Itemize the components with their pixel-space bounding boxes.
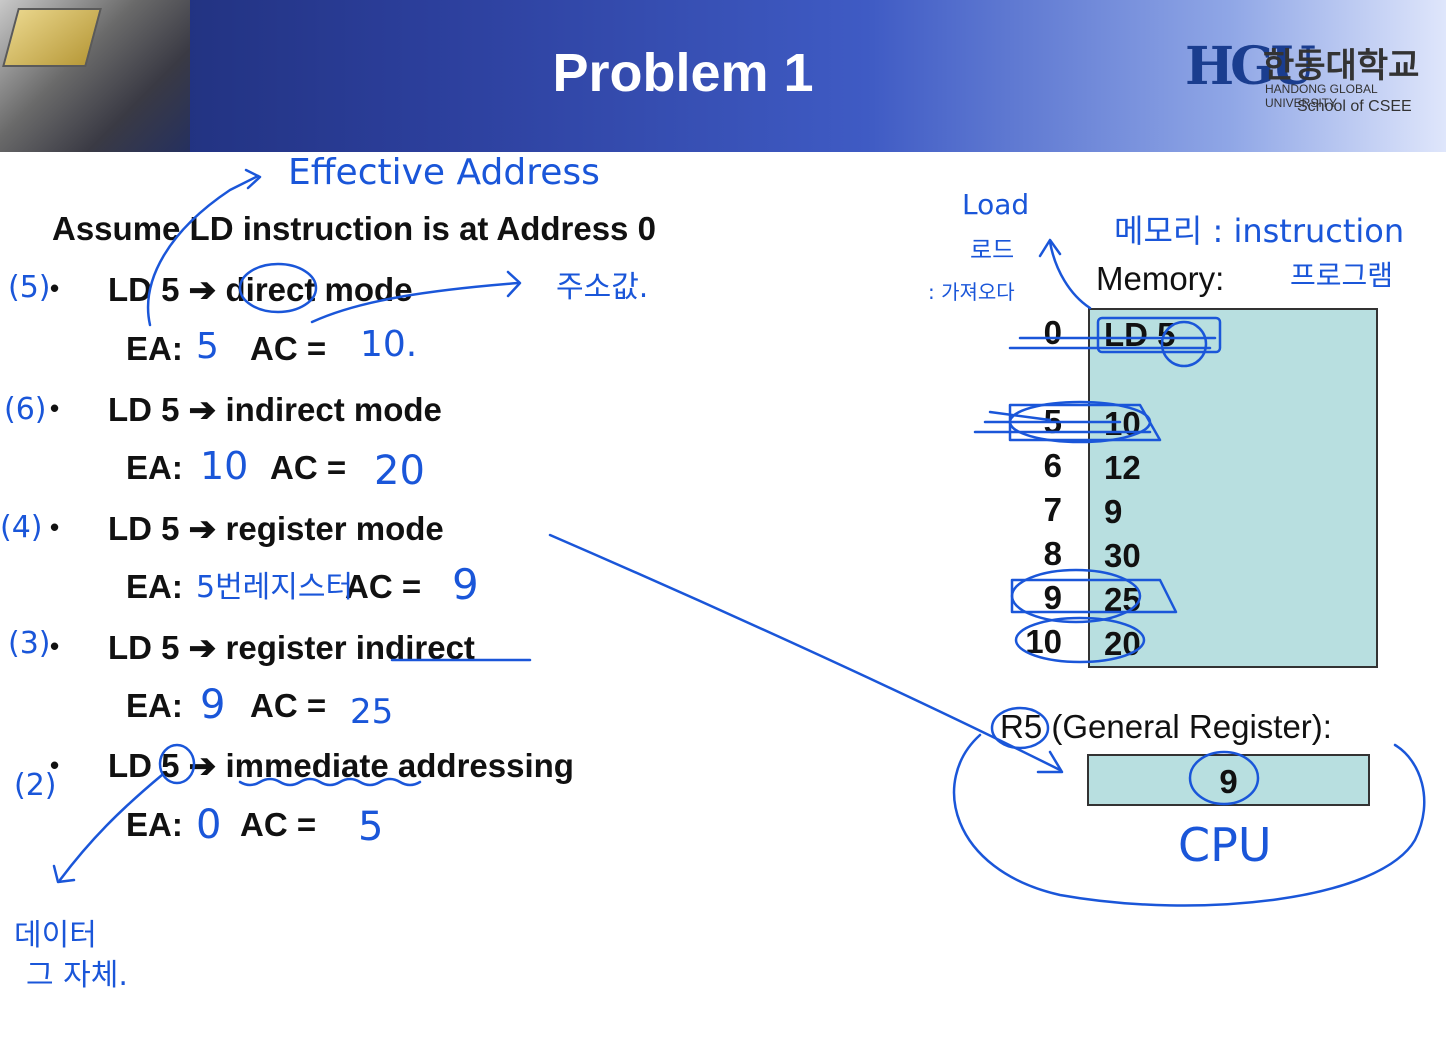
hw-load-kr: 로드 (970, 236, 1015, 264)
load-arrow (1048, 240, 1092, 310)
memory-address: 7 (1043, 491, 1062, 528)
memory-box (1088, 308, 1378, 668)
hw-cpu-label: CPU (1178, 818, 1272, 872)
memory-value: 12 (1104, 449, 1141, 486)
university-logo: HGU 한동대학교 HANDONG GLOBAL UNIVERSITY Scho… (1185, 30, 1440, 125)
hw-order-2: (2) (14, 768, 57, 803)
hw-ea-direct: 5 (196, 326, 219, 367)
hw-ea-immediate: 0 (196, 802, 222, 848)
memory-address: 6 (1043, 447, 1062, 484)
cpu-loop (952, 733, 1426, 907)
register-label: R5 (General Register): (1000, 708, 1332, 745)
register-9-circle (1188, 750, 1260, 806)
memory-address: 8 (1043, 535, 1062, 572)
item-2-instruction: LD 5 ➔ indirect mode (108, 391, 442, 428)
hw-order-3: (3) (8, 626, 51, 661)
item-5-ea-label: EA: (126, 806, 183, 843)
logo-school-name: School of CSEE (1297, 98, 1412, 115)
hw-ac-register: 9 (452, 560, 479, 609)
hw-load-en: Load (962, 188, 1030, 221)
item-4-ac-label: AC = (250, 687, 327, 724)
direct-arrowhead (506, 270, 522, 298)
register-arrow (548, 533, 1062, 772)
direct-circle (238, 262, 318, 314)
item-4-ea-label: EA: (126, 687, 183, 724)
hw-ac-reg-indirect: 25 (350, 692, 394, 732)
cpu-chip-image (0, 0, 190, 152)
hw-order-5: (5) (8, 270, 51, 305)
logo-mark: HGU (1185, 36, 1316, 97)
ea-arrowhead (244, 168, 262, 190)
row9-circle (1010, 568, 1142, 624)
bullet: • (50, 273, 60, 303)
load-arrowhead (1038, 238, 1062, 258)
hw-ea-register: 5번레지스터 (196, 570, 354, 605)
hw-ac-immediate: 5 (358, 804, 384, 850)
item-3-ac-label: AC = (345, 568, 422, 605)
memory-value: 9 (1104, 493, 1123, 530)
item-2-ea-label: EA: (126, 449, 183, 486)
immediate-arrowhead (52, 864, 76, 884)
hw-order-4: (4) (0, 510, 43, 545)
hw-ea-indirect: 10 (200, 444, 249, 488)
item-1-ea-label: EA: (126, 330, 183, 367)
memory-value: 30 (1104, 537, 1141, 574)
hw-ea-reg-indirect: 9 (200, 682, 226, 728)
logo-korean-name: 한동대학교 (1263, 47, 1420, 85)
assumption-text: Assume LD instruction is at Address 0 (52, 210, 656, 247)
hw-direct-note: 주소값. (556, 270, 649, 305)
item-1-instruction: LD 5 ➔ direct mode (108, 271, 413, 308)
ld-box (1096, 316, 1222, 354)
item-5-instruction: LD 5 ➔ immediate addressing (108, 747, 574, 784)
immediate-arrow (58, 773, 164, 882)
r5-circle (990, 706, 1050, 750)
ld-5-circle (1160, 320, 1208, 368)
hw-ac-direct: 10. (360, 324, 418, 365)
bullet: • (50, 750, 60, 780)
row5-strike-3 (988, 410, 1052, 422)
item-5-ac-label: AC = (240, 806, 317, 843)
bullet: • (50, 393, 60, 423)
bullet: • (50, 631, 60, 661)
slide-header: Problem 1 HGU 한동대학교 HANDONG GLOBAL UNIVE… (0, 0, 1446, 152)
item-3-ea-label: EA: (126, 568, 183, 605)
hw-program-note: 프로그램 (1290, 259, 1394, 292)
hw-immediate-note-2: 그 자체. (26, 958, 128, 993)
memory-address: 0 (1043, 314, 1062, 351)
row5-box (1008, 403, 1162, 442)
row9-box (1010, 578, 1178, 614)
hw-load-note: : 가져오다 (928, 280, 1015, 304)
row10-circle (1014, 616, 1146, 664)
direct-arrow (310, 281, 520, 324)
immediate-5-circle (158, 743, 196, 785)
hw-immediate-note-1: 데이터 (14, 918, 97, 953)
register-box: 9 (1087, 754, 1370, 806)
memory-label: Memory: (1096, 260, 1225, 297)
item-2-ac-label: AC = (270, 449, 347, 486)
slide-title: Problem 1 (552, 43, 814, 103)
ea-arrow (146, 174, 260, 327)
register-arrowhead (1036, 750, 1064, 774)
item-3-instruction: LD 5 ➔ register mode (108, 510, 444, 547)
memory-address: 9 (1043, 579, 1062, 616)
item-1-ac-label: AC = (250, 330, 327, 367)
bullet: • (50, 512, 60, 542)
hw-order-6: (6) (4, 392, 47, 427)
hw-ac-indirect: 20 (374, 448, 425, 494)
hw-memory-note: 메모리 : instruction (1114, 212, 1405, 250)
immediate-wavy (238, 777, 422, 787)
hw-effective-address: Effective Address (288, 152, 600, 193)
logo-english-name: HANDONG GLOBAL UNIVERSITY (1265, 82, 1378, 110)
